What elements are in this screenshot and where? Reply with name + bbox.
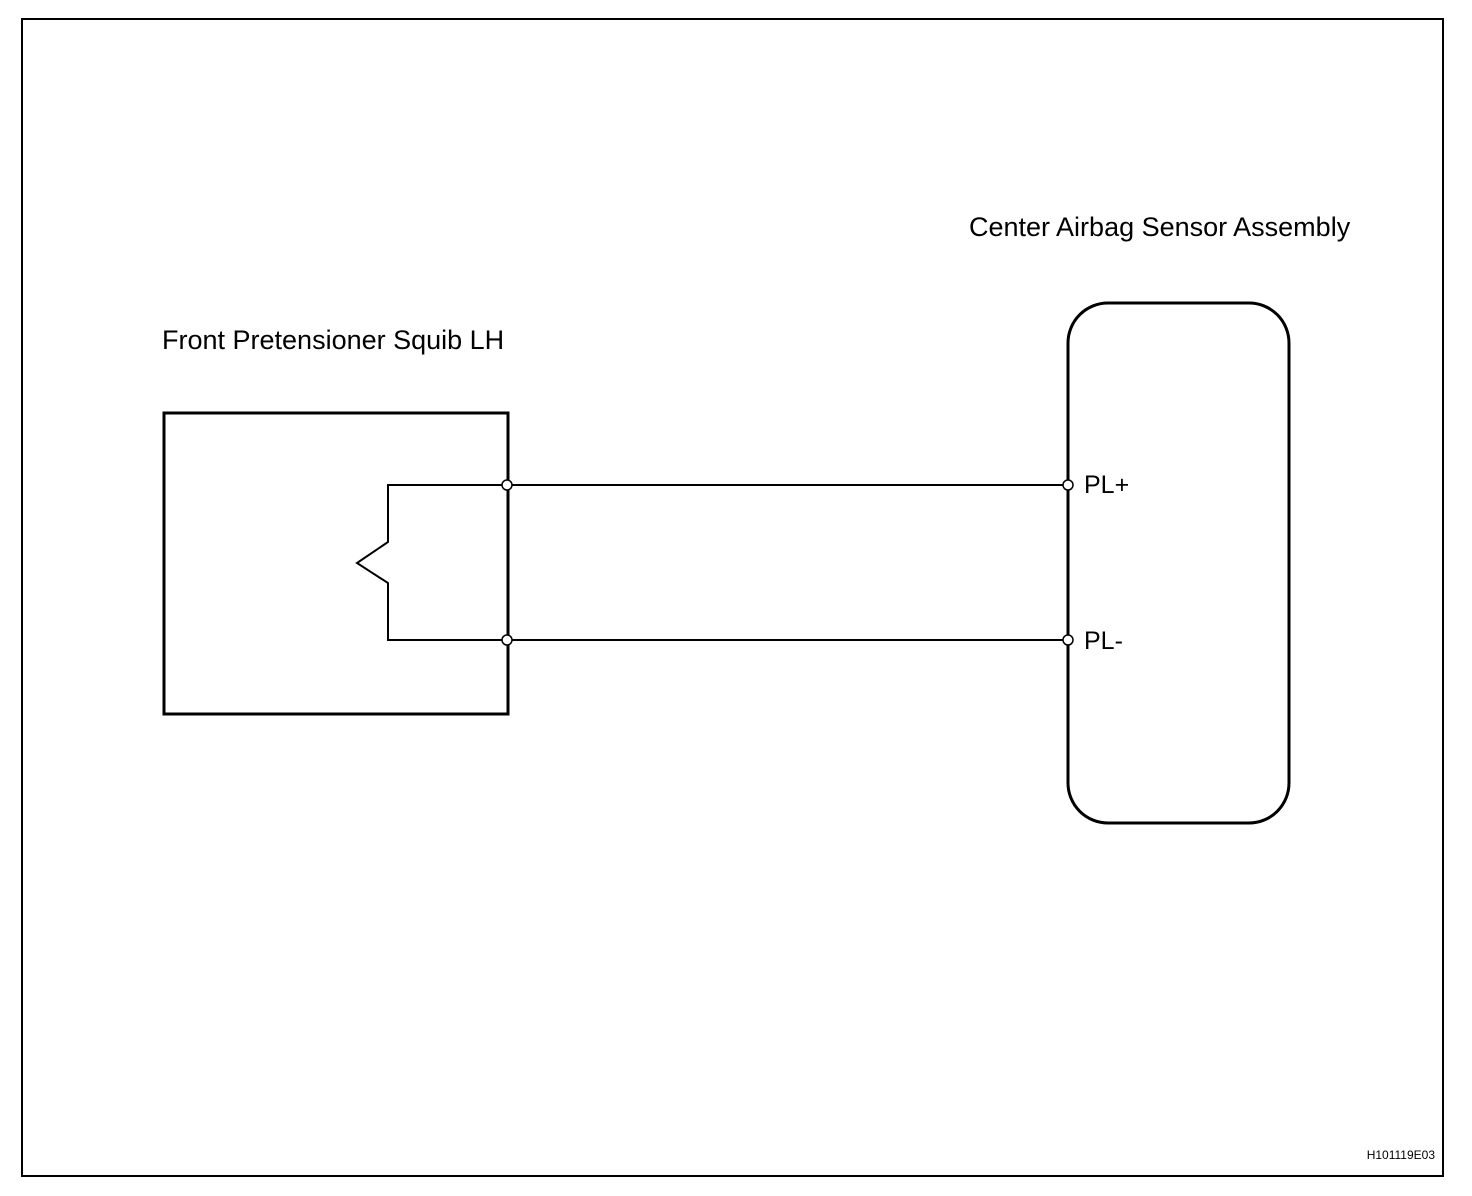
squib-element-symbol (355, 484, 507, 641)
sensor-terminal-positive (1062, 479, 1074, 491)
diagram-frame (21, 18, 1444, 1177)
squib-box (162, 411, 510, 716)
squib-terminal-negative (501, 634, 513, 646)
sensor-terminal-negative (1062, 634, 1074, 646)
sensor-assembly-label: Center Airbag Sensor Assembly (969, 212, 1351, 242)
squib-terminal-positive (501, 479, 513, 491)
squib-label: Front Pretensioner Squib LH (162, 325, 504, 355)
pin-label-positive: PL+ (1084, 471, 1129, 499)
pin-label-negative: PL- (1084, 627, 1123, 655)
sensor-assembly-box (1066, 301, 1291, 825)
figure-id: H101119E03 (1367, 1148, 1436, 1162)
